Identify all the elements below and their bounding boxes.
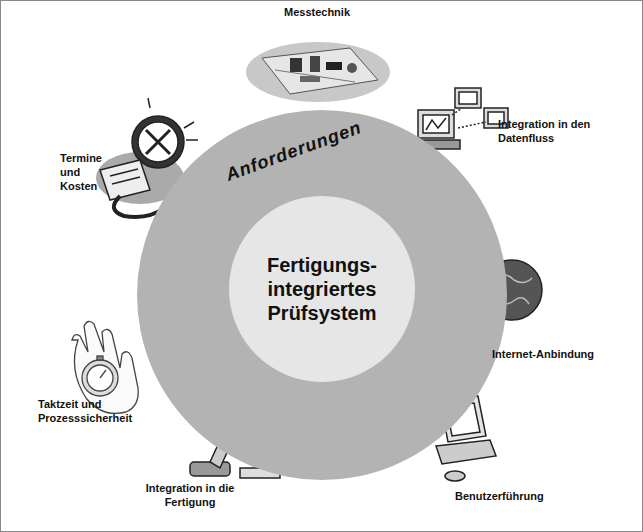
production-label: Integration in die Fertigung xyxy=(145,482,235,510)
internet-label: Internet-Anbindung xyxy=(492,348,612,362)
schedule-cost-label: Termine und Kosten xyxy=(60,152,120,193)
cycle-time-label: Taktzeit und Prozesssicherheit xyxy=(38,398,146,426)
center-title: Fertigungs- integriertes Prüfsystem xyxy=(237,253,407,325)
dataflow-label: Integration in den Datenfluss xyxy=(498,118,598,146)
requirements-ring: AnforderungenFertigungs- integriertes Pr… xyxy=(137,110,507,480)
center-circle: Fertigungs- integriertes Prüfsystem xyxy=(229,196,415,382)
circuit-board-icon xyxy=(246,42,390,102)
user-guidance-label: Benutzerführung xyxy=(455,490,575,504)
ring-heading: Anforderungen xyxy=(223,117,365,186)
measurement-label: Messtechnik xyxy=(272,6,362,20)
